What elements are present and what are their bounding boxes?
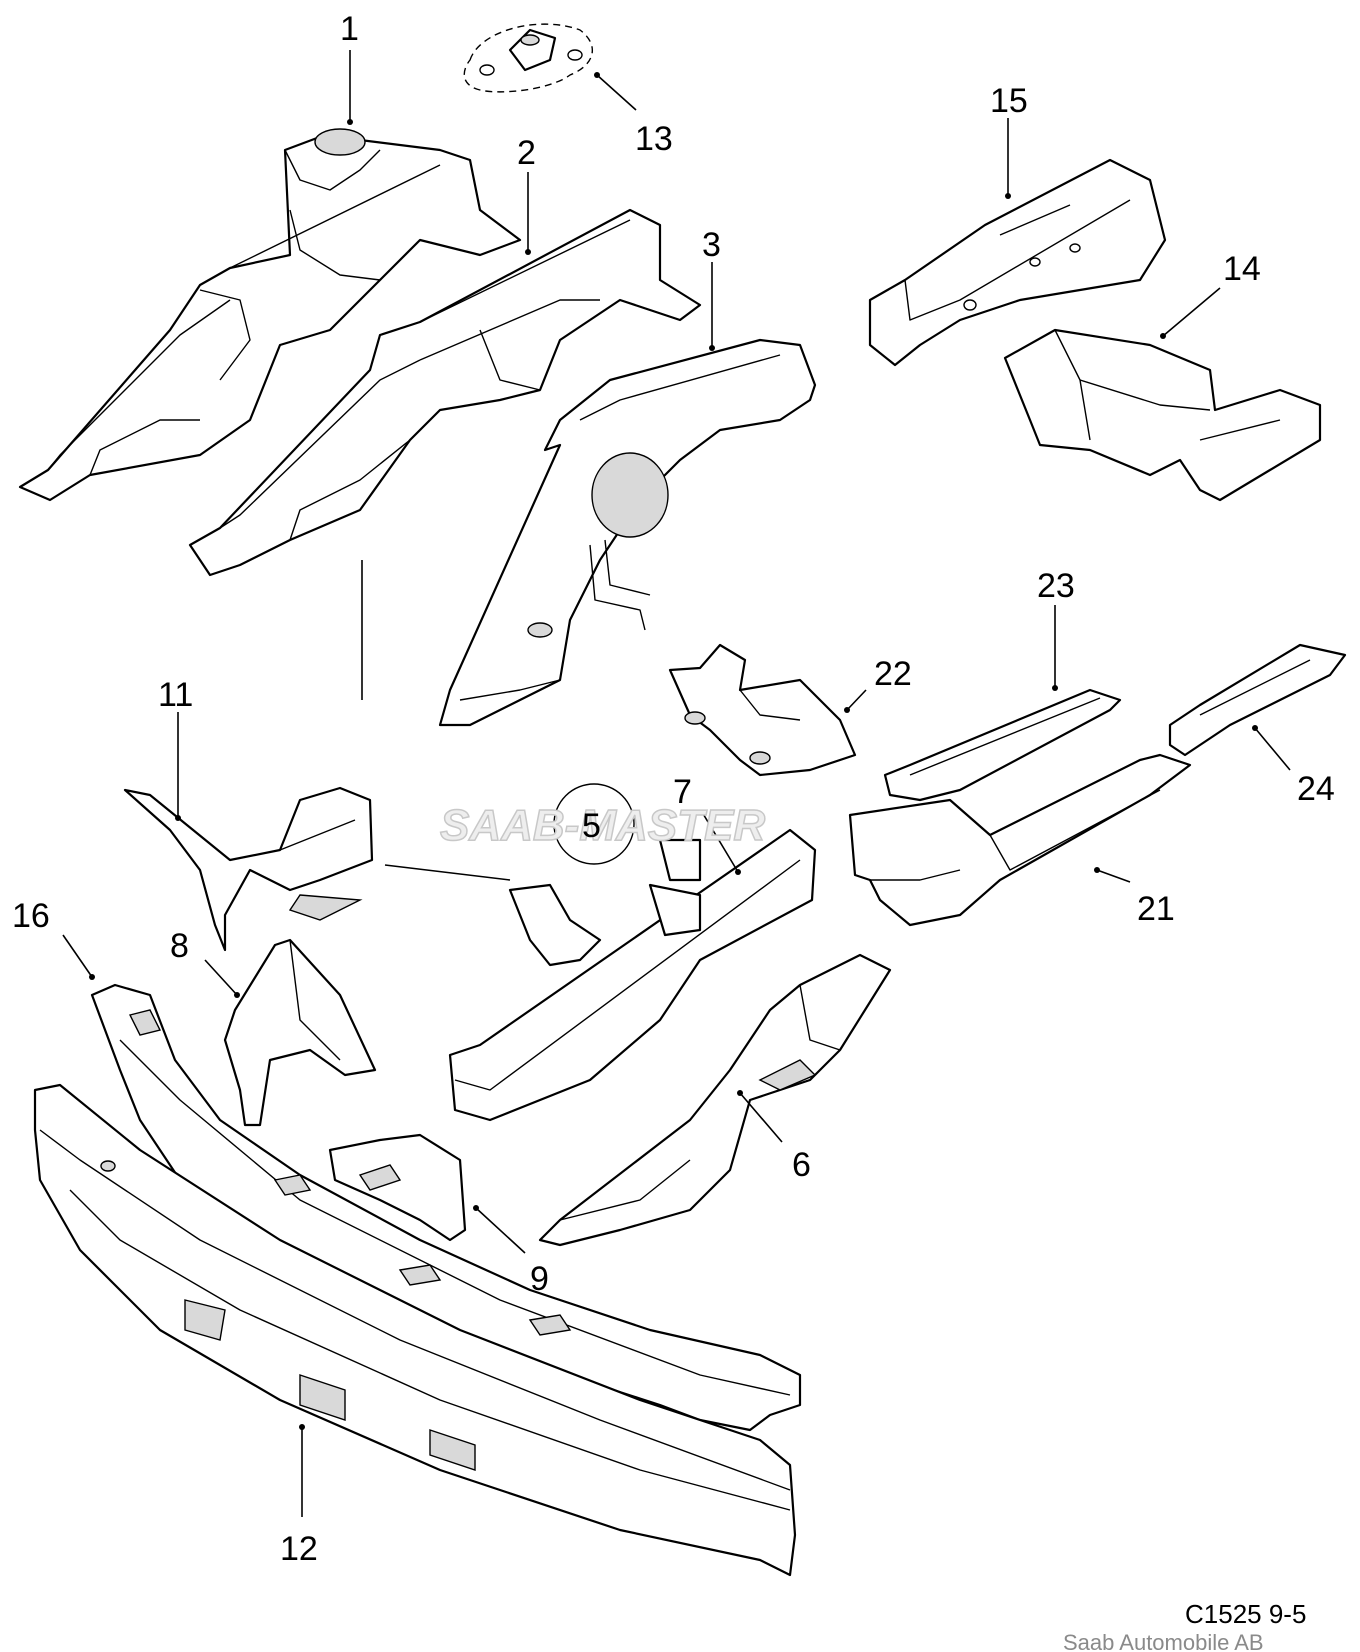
callout-6: 6	[792, 1146, 811, 1184]
callout-1: 1	[340, 10, 359, 48]
part-1-side-member	[18, 128, 522, 502]
part-13-bracket	[463, 23, 593, 93]
callout-3: 3	[702, 226, 721, 264]
part-7-floor-member	[448, 828, 817, 1122]
part-9-bracket	[328, 1133, 467, 1242]
part-11-bracket	[123, 786, 374, 952]
part-8-bracket	[223, 938, 377, 1127]
callout-13: 13	[635, 120, 673, 158]
part-23-sill	[883, 688, 1122, 802]
watermark: SAAB-MASTER	[440, 801, 765, 850]
callout-21: 21	[1137, 890, 1175, 928]
leader-lines	[62, 50, 1291, 1517]
part-21-sill	[848, 753, 1192, 927]
callout-14: 14	[1223, 250, 1261, 288]
callout-24: 24	[1297, 770, 1335, 808]
callout-16: 16	[12, 897, 50, 935]
part-3-wheelhouse	[438, 338, 817, 727]
callout-5: 5	[582, 807, 601, 845]
callout-8: 8	[170, 927, 189, 965]
callout-12: 12	[280, 1530, 318, 1568]
callout-2: 2	[517, 134, 536, 172]
callout-22: 22	[874, 655, 912, 693]
part-5-circle-marker	[553, 783, 635, 865]
part-12-bumper	[33, 1083, 797, 1577]
callout-23: 23	[1037, 567, 1075, 605]
part-22-bracket	[668, 643, 857, 777]
callout-11: 11	[158, 676, 193, 714]
part-15-member	[868, 158, 1167, 367]
copyright-credit: Saab Automobile AB	[1063, 1630, 1264, 1652]
callout-7: 7	[673, 773, 692, 811]
part-6-front-member	[538, 953, 892, 1247]
part-2-side-member	[188, 208, 702, 577]
part-16-cross-member	[90, 983, 802, 1432]
diagram-code: C1525 9-5	[1185, 1599, 1306, 1629]
callout-9: 9	[530, 1260, 549, 1298]
callout-15: 15	[990, 82, 1028, 120]
part-24-sill-end	[1168, 643, 1347, 757]
part-14-panel	[1003, 328, 1322, 502]
callout-numbers: 1 2 3 5 6 7 8 9 11 12 13 14 15 16 21 22 …	[12, 10, 1335, 1568]
